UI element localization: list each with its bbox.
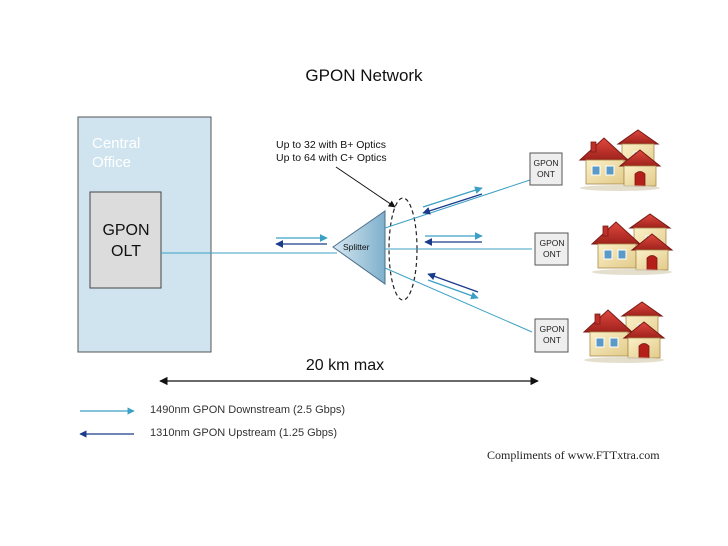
branch-fiber-top — [384, 179, 531, 229]
branch-fiber-bottom — [384, 267, 533, 333]
ont-box-3 — [534, 318, 569, 353]
bottom-downstream-arrow — [427, 279, 479, 300]
olt-box — [89, 191, 162, 289]
ont-label-1: GPON ONT — [529, 158, 563, 180]
optics-note-line1: Up to 32 with B+ Optics — [276, 139, 387, 151]
legend-upstream-label: 1310nm GPON Upstream (1.25 Gbps) — [150, 427, 338, 439]
optics-pointer — [335, 166, 396, 208]
central-office-label-line1: Central — [92, 135, 141, 152]
top-upstream-arrow — [422, 193, 483, 215]
olt-label: GPON OLT — [90, 220, 162, 262]
diagram-title: GPON Network — [305, 66, 423, 85]
ont-label-1-line1: GPON — [533, 158, 559, 168]
bottom-upstream-arrow — [427, 272, 479, 293]
central-office-label: Central Office — [92, 134, 140, 172]
olt-label-line1: GPON — [102, 222, 150, 239]
olt-label-line2: OLT — [111, 243, 141, 260]
splitter-label: Splitter — [343, 242, 370, 252]
ont-label-3: GPON ONT — [535, 324, 569, 346]
optics-note: Up to 32 with B+ Optics Up to 64 with C+… — [276, 139, 387, 165]
ont-label-3-line2: ONT — [543, 335, 561, 345]
splitter-triangle — [332, 210, 386, 285]
ont-label-2-line1: GPON — [539, 238, 565, 248]
ont-label-3-line1: GPON — [539, 324, 565, 334]
ont-label-1-line2: ONT — [537, 169, 555, 179]
legend-downstream-label: 1490nm GPON Downstream (2.5 Gbps) — [150, 404, 346, 416]
optics-note-line2: Up to 64 with C+ Optics — [276, 152, 387, 164]
ont-box-1 — [529, 152, 563, 186]
house-icon-3 — [583, 301, 665, 364]
ont-label-2-line2: ONT — [543, 249, 561, 259]
ont-box-2 — [534, 232, 569, 266]
house-icon-1 — [579, 129, 661, 192]
house-icon-2 — [591, 213, 673, 276]
ont-label-2: GPON ONT — [535, 238, 569, 260]
top-downstream-arrow — [422, 186, 483, 208]
central-office-label-line2: Office — [92, 154, 131, 171]
distance-label: 20 km max — [305, 357, 385, 374]
credit-text: Compliments of www.FTTxtra.com — [487, 448, 660, 462]
